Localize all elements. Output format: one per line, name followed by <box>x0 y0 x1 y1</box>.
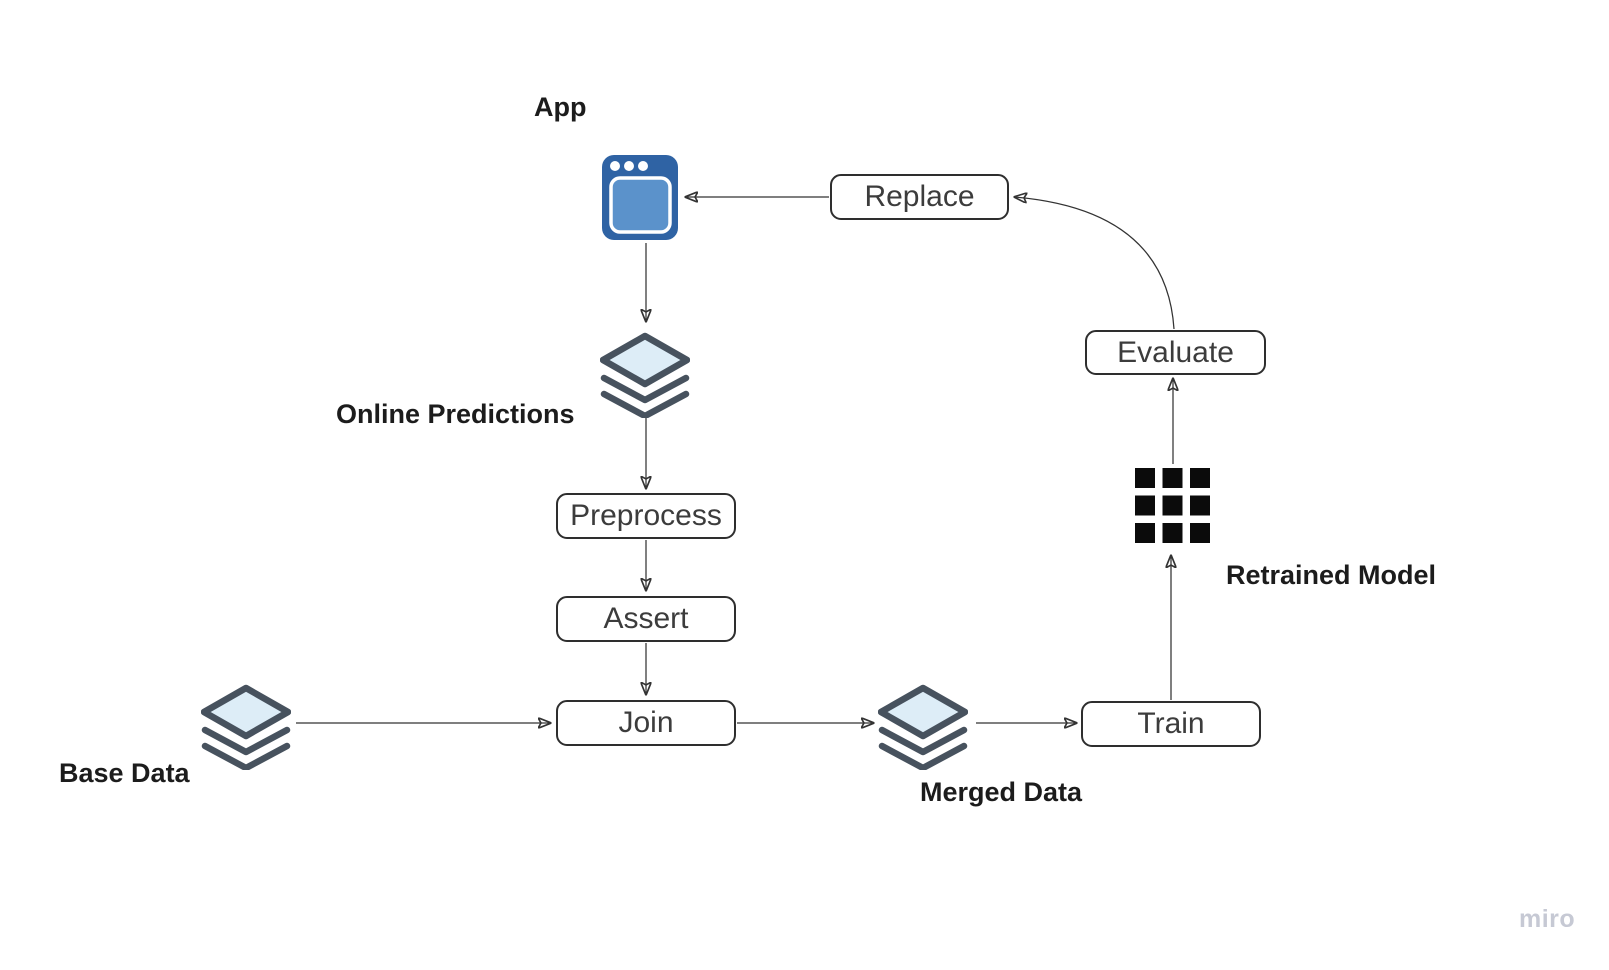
node-train[interactable]: Train <box>1081 701 1261 747</box>
label-retrained-model[interactable]: Retrained Model <box>1226 560 1437 590</box>
edge-evaluate-to-replace <box>1015 197 1175 330</box>
window-dot-icon <box>624 161 634 171</box>
layers-icon-online-predictions[interactable] <box>600 332 690 418</box>
node-assert[interactable]: Assert <box>556 596 736 642</box>
label-base-data[interactable]: Base Data <box>59 758 190 788</box>
app-window-content <box>609 176 672 234</box>
app-window-icon[interactable] <box>602 155 678 240</box>
label-app[interactable]: App <box>534 92 587 122</box>
miro-watermark: miro <box>1519 905 1576 933</box>
layers-icon-base-data[interactable] <box>201 684 291 770</box>
node-preprocess[interactable]: Preprocess <box>556 493 736 539</box>
window-dot-icon <box>610 161 620 171</box>
window-dot-icon <box>638 161 648 171</box>
node-join[interactable]: Join <box>556 700 736 746</box>
layers-bottom-layer <box>600 390 690 418</box>
layers-bottom-layer <box>878 742 968 770</box>
node-replace[interactable]: Replace <box>830 174 1009 220</box>
layers-middle-layer <box>600 374 690 404</box>
layers-icon-merged-data[interactable] <box>878 684 968 770</box>
node-assert-label: Assert <box>603 602 689 635</box>
label-merged-data[interactable]: Merged Data <box>920 777 1083 807</box>
node-train-label: Train <box>1137 707 1205 740</box>
node-evaluate-label: Evaluate <box>1117 335 1234 369</box>
label-online-predictions[interactable]: Online Predictions <box>336 399 575 429</box>
node-preprocess-label: Preprocess <box>570 499 722 532</box>
layers-middle-layer <box>878 726 968 756</box>
retrained-model-grid-icon[interactable] <box>1135 468 1210 543</box>
layers-top-face <box>600 332 690 388</box>
layers-top-face <box>878 684 968 740</box>
node-replace-label: Replace <box>864 180 975 213</box>
layers-top-face <box>201 684 291 740</box>
layers-bottom-layer <box>201 742 291 770</box>
node-evaluate[interactable]: Evaluate <box>1085 330 1266 375</box>
layers-middle-layer <box>201 726 291 756</box>
node-join-label: Join <box>618 706 674 739</box>
